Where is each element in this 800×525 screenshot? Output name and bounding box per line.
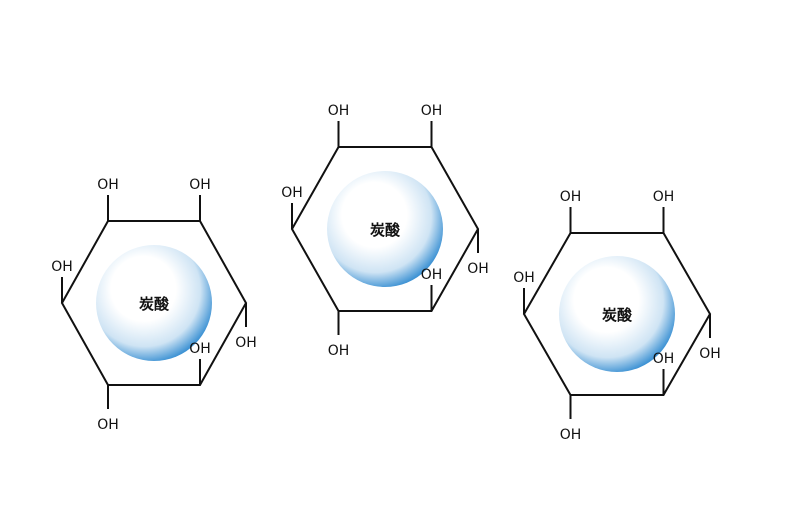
oh-label-inner-1: OH	[189, 341, 211, 357]
oh-label-top-right-2: OH	[421, 103, 443, 119]
oh-label-inner-2: OH	[421, 267, 443, 283]
oh-label-top-left-2: OH	[328, 103, 350, 119]
bubble-3	[559, 256, 675, 372]
oh-label-left-1: OH	[51, 259, 73, 275]
oh-label-left-2: OH	[281, 185, 303, 201]
oh-label-top-right-3: OH	[653, 189, 675, 205]
bubble-2	[327, 171, 443, 287]
oh-label-top-left-1: OH	[97, 177, 119, 193]
molecule-1: OH OH OH OH OH OH 炭酸	[51, 177, 257, 433]
oh-label-right-3: OH	[699, 346, 721, 362]
oh-label-top-right-1: OH	[189, 177, 211, 193]
oh-label-right-1: OH	[235, 335, 257, 351]
oh-label-top-left-3: OH	[560, 189, 582, 205]
center-label-1: 炭酸	[139, 295, 170, 313]
center-label-2: 炭酸	[370, 221, 401, 239]
center-label-3: 炭酸	[602, 306, 633, 324]
oh-label-inner-3: OH	[653, 351, 675, 367]
bubble-1	[96, 245, 212, 361]
oh-label-bottom-2: OH	[328, 343, 350, 359]
oh-label-bottom-3: OH	[560, 427, 582, 443]
molecule-2: OH OH OH OH OH OH 炭酸	[281, 103, 489, 359]
oh-label-right-2: OH	[467, 261, 489, 277]
molecule-3: OH OH OH OH OH OH 炭酸	[513, 189, 721, 443]
oh-label-left-3: OH	[513, 270, 535, 286]
oh-label-bottom-1: OH	[97, 417, 119, 433]
